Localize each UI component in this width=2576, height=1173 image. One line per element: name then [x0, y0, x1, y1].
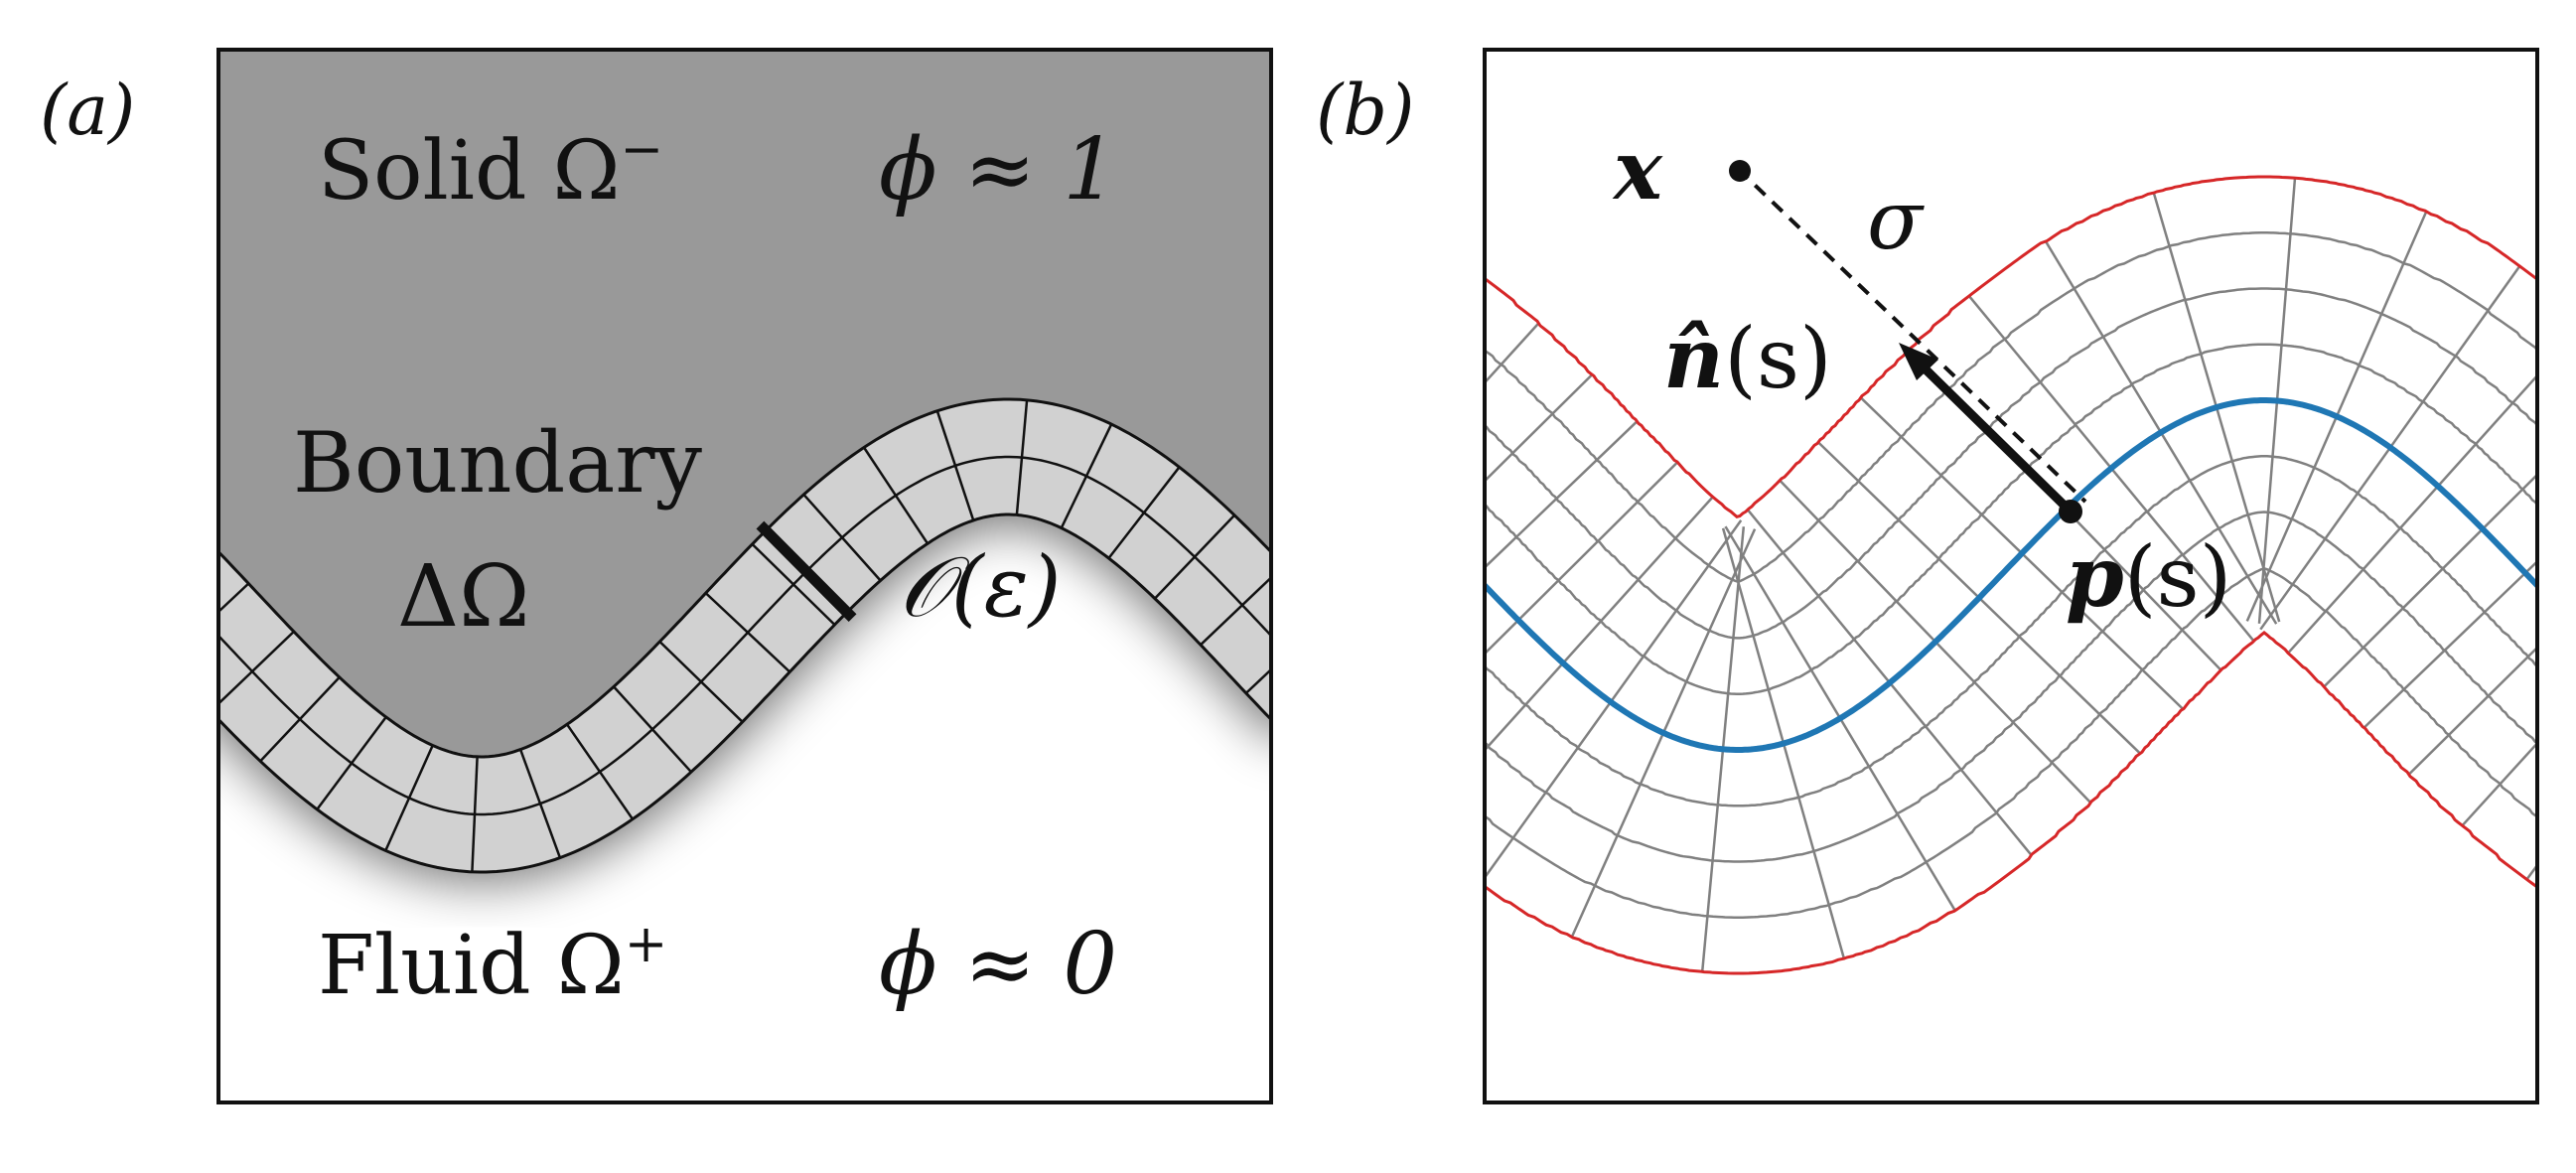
grid-normal-line	[1485, 373, 1593, 483]
solid-phi-label: ϕ ≈ 1	[879, 120, 1117, 220]
panel-a-tag: (a)	[40, 70, 135, 151]
grid-offset-curve	[1485, 455, 2537, 807]
point-p-marker	[2059, 500, 2082, 523]
normal-label: n̂(s)	[1663, 309, 1832, 407]
normal-arrow-shaft	[1918, 362, 2075, 515]
boundary-top-edge	[218, 397, 1271, 759]
point-x-marker	[1729, 160, 1751, 182]
solid-region	[218, 50, 1271, 872]
panel-b-tag: (b)	[1316, 70, 1414, 151]
boundary-symbol: ΔΩ	[397, 547, 529, 647]
grid-normal-line	[1485, 322, 1540, 385]
boundary-grid-tick	[1244, 667, 1271, 694]
panel-b-frame	[1483, 48, 2539, 1104]
grid-normal-line	[2408, 646, 2537, 776]
grid-offset-curve	[1485, 231, 2537, 583]
grid-offset-curve	[1485, 511, 2537, 863]
solid-label: Solid Ω−	[318, 120, 663, 219]
point-x-label: x	[1612, 123, 1663, 219]
distance-line	[1736, 167, 2087, 504]
boundary-mid-line	[218, 455, 1271, 816]
grid-normal-line	[1485, 420, 1639, 570]
boundary-grid-tick	[118, 532, 200, 614]
band-bottom-edge	[1485, 630, 2537, 975]
fluid-phi-label: ϕ ≈ 0	[879, 915, 1117, 1014]
centerline-curve	[1485, 397, 2537, 753]
thickness-label: 𝒪(ε)	[899, 538, 1062, 636]
boundary-bottom-edge	[218, 513, 1271, 874]
panel-b: (b) x σ n̂(s) p(s)	[1316, 48, 2539, 1104]
point-p-label: p(s)	[2066, 527, 2231, 626]
fluid-label: Fluid Ω+	[318, 915, 667, 1013]
grid-offset-curve	[1485, 287, 2537, 640]
grid-offset-curve	[1485, 343, 2537, 695]
boundary-label: Boundary	[293, 414, 703, 512]
grid-offset-curve	[1485, 566, 2537, 920]
boundary-grid-tick	[218, 582, 250, 614]
panel-a: (a) Solid Ω− ϕ ≈ 1 Boundary ΔΩ 𝒪(ε) Flui…	[40, 48, 1273, 1104]
panel-b-background	[1485, 50, 2537, 1102]
distance-label: σ	[1867, 174, 1925, 268]
thickness-marker	[756, 520, 857, 622]
normal-arrow-head	[1899, 343, 1938, 380]
grid-normal-line	[2461, 741, 2537, 827]
panel-a-frame	[216, 48, 1273, 1104]
band-top-edge	[1485, 175, 2537, 518]
